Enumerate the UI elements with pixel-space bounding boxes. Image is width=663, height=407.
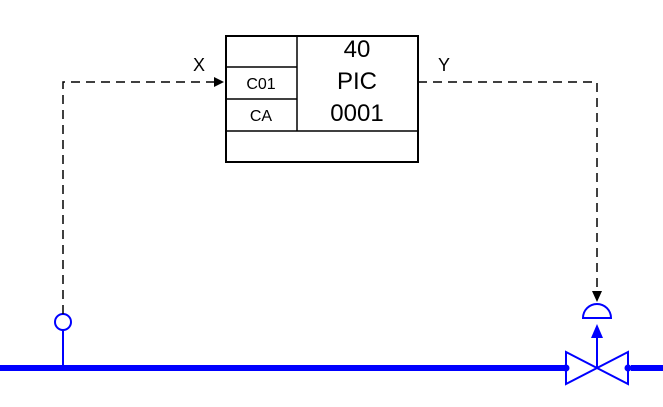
actuator-stem-arrowhead-icon bbox=[591, 324, 603, 338]
diaphragm-actuator-icon bbox=[581, 303, 613, 319]
bowtie-valve-icon bbox=[565, 350, 629, 386]
sensor-tap bbox=[54, 313, 72, 366]
left-label-c01: C01 bbox=[246, 76, 275, 93]
output-signal-label: Y bbox=[438, 55, 450, 75]
control-valve[interactable] bbox=[562, 303, 632, 386]
valve-right-port-dot bbox=[624, 364, 632, 372]
valve-left-port-dot bbox=[562, 364, 570, 372]
output-signal-line bbox=[418, 81, 598, 292]
input-signal-label: X bbox=[193, 55, 205, 75]
output-arrowhead-icon bbox=[592, 291, 602, 302]
tag-label: PIC bbox=[337, 68, 377, 95]
loop-number: 40 bbox=[344, 36, 371, 63]
left-label-ca: CA bbox=[250, 108, 273, 125]
controller-block[interactable]: 40 PIC 0001 C01 CA bbox=[225, 35, 419, 163]
instance-number: 0001 bbox=[330, 100, 383, 127]
input-signal-line bbox=[62, 81, 214, 314]
sensor-tap-circle-icon bbox=[54, 313, 72, 331]
input-arrowhead-icon bbox=[214, 77, 224, 87]
